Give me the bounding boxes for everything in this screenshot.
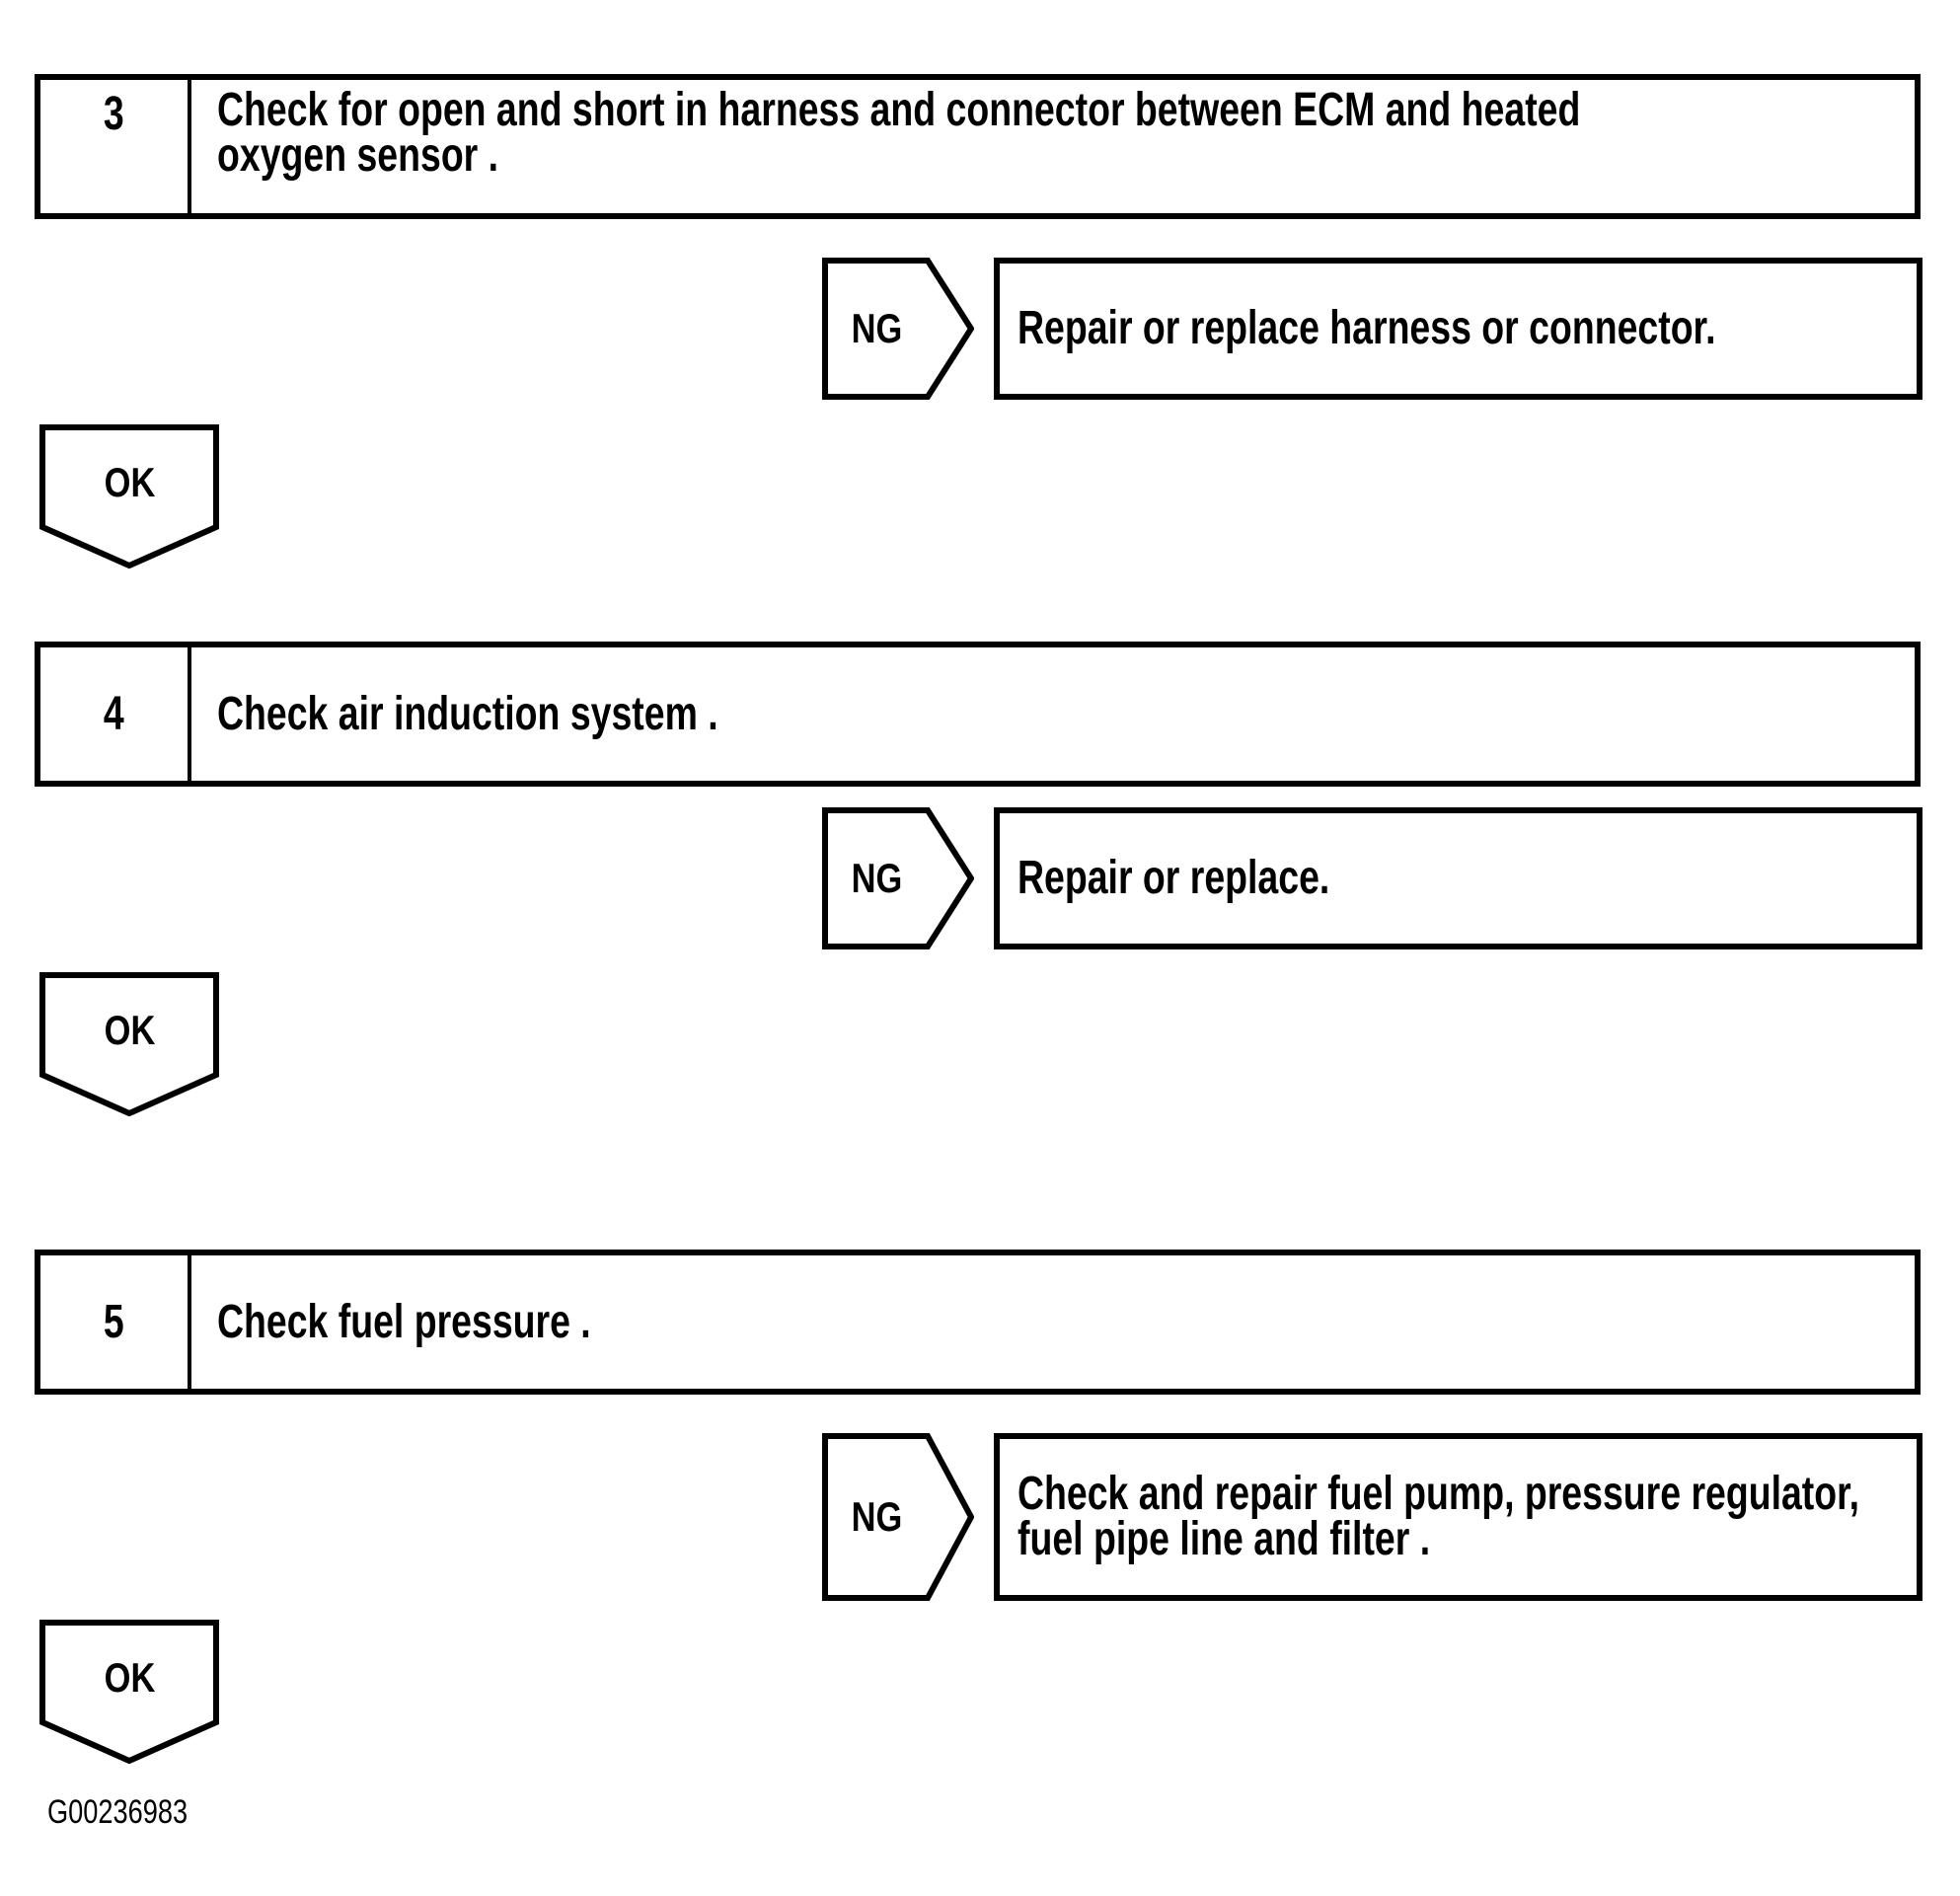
ng-result-box: Repair or replace harness or connector.	[994, 258, 1922, 400]
ok-label-wrap: OK	[39, 972, 219, 1089]
step-number: 5	[104, 1295, 124, 1348]
ng-arrow-shape	[822, 807, 974, 949]
ok-arrow-shape	[39, 972, 219, 1116]
ok-label: OK	[104, 1007, 155, 1053]
step-text-line: Check fuel pressure .	[217, 1295, 591, 1348]
step-number-cell: 3	[40, 80, 191, 213]
ng-result-line: Check and repair fuel pump, pressure reg…	[1018, 1468, 1860, 1520]
step-box-5: 5 Check fuel pressure .	[35, 1250, 1921, 1395]
ok-label-wrap: OK	[39, 1620, 219, 1736]
ng-branch-step-3: NG Repair or replace harness or connecto…	[0, 258, 1960, 400]
ng-label: NG	[851, 1493, 902, 1540]
figure-code: G00236983	[47, 1793, 188, 1831]
step-text: Check for open and short in harness and …	[191, 80, 1960, 213]
step-number: 4	[104, 687, 124, 740]
ng-connector: NG	[822, 1433, 974, 1601]
ng-arrow-shape	[822, 258, 974, 400]
step-number-cell: 4	[40, 647, 191, 781]
step-box-3: 3 Check for open and short in harness an…	[35, 74, 1921, 219]
ng-connector: NG	[822, 807, 974, 949]
ng-result-line: Repair or replace.	[1018, 852, 1330, 904]
ok-connector: OK	[39, 424, 219, 569]
ng-label: NG	[851, 855, 902, 901]
step-box-4: 4 Check air induction system .	[35, 642, 1921, 787]
ng-result-line: Repair or replace harness or connector.	[1018, 302, 1716, 354]
ng-result-line: fuel pipe line and filter .	[1018, 1513, 1431, 1565]
ok-label: OK	[104, 459, 155, 505]
ng-label-wrap: NG	[822, 258, 931, 400]
step-text-line: Check air induction system .	[217, 687, 718, 740]
ok-connector: OK	[39, 972, 219, 1116]
step-number: 3	[104, 88, 124, 140]
ng-label-wrap: NG	[822, 1433, 931, 1601]
step-text-line: Check for open and short in harness and …	[217, 84, 1581, 136]
step-text: Check fuel pressure .	[191, 1255, 1915, 1389]
step-text: Check air induction system .	[191, 647, 1915, 781]
ok-connector: OK	[39, 1620, 219, 1764]
ok-arrow-shape	[39, 1620, 219, 1764]
ok-label: OK	[104, 1654, 155, 1701]
ng-result-box: Repair or replace.	[994, 807, 1922, 949]
ng-branch-step-5: NG Check and repair fuel pump, pressure …	[0, 1433, 1960, 1601]
ng-branch-step-4: NG Repair or replace.	[0, 807, 1960, 949]
ng-label-wrap: NG	[822, 807, 931, 949]
step-number-cell: 5	[40, 1255, 191, 1389]
ng-result-box: Check and repair fuel pump, pressure reg…	[994, 1433, 1922, 1601]
step-text-line: oxygen sensor .	[217, 129, 499, 182]
ng-label: NG	[851, 305, 902, 351]
ok-arrow-shape	[39, 424, 219, 569]
ng-connector: NG	[822, 258, 974, 400]
ng-arrow-shape	[822, 1433, 974, 1601]
ok-label-wrap: OK	[39, 424, 219, 541]
